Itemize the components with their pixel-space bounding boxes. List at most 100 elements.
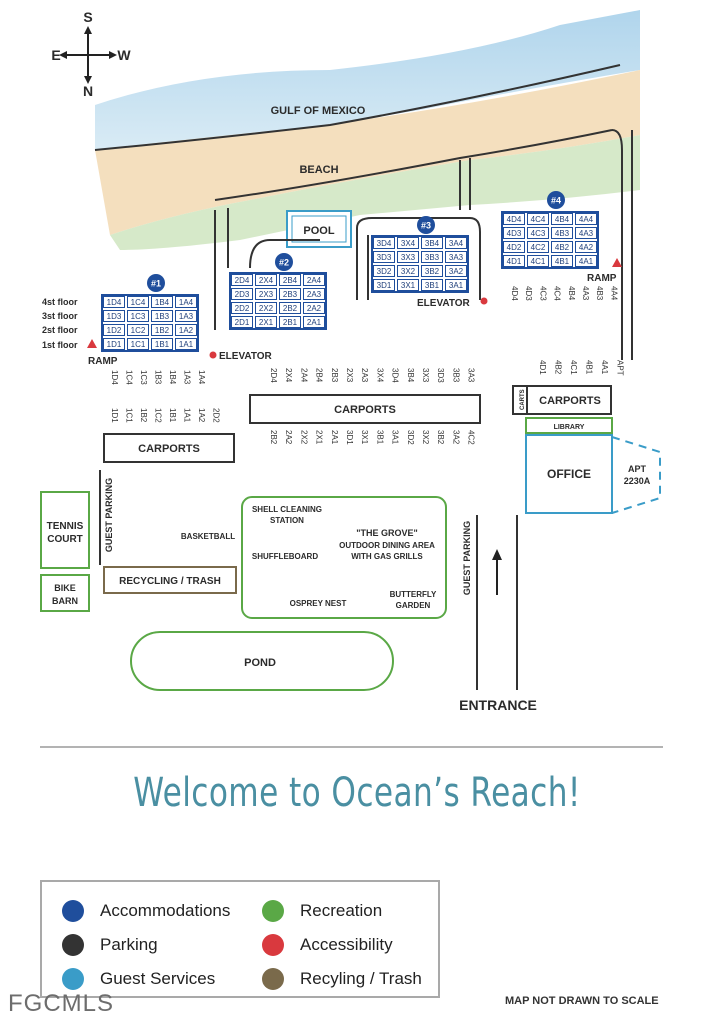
carport-slot-label: 1B2 (139, 408, 148, 423)
unit-label: 1B3 (155, 312, 170, 321)
carport-slot-label: 4A3 (581, 286, 590, 301)
unit-label: 1D3 (107, 312, 122, 321)
carport-slot-label: 3D4 (391, 368, 400, 383)
elevator-icon-b2 (209, 351, 217, 359)
unit-label: 4A3 (579, 229, 594, 238)
compass-left: E (51, 47, 60, 63)
unit-label: 1A4 (179, 298, 194, 307)
carport-slot-label: 4C3 (538, 286, 547, 301)
carport-slot-label: 1B3 (154, 370, 163, 385)
walkway-b2 (249, 239, 320, 269)
carport-slot-label: 2B2 (269, 430, 278, 445)
entrance-arrow-icon (492, 549, 502, 560)
unit-label: 3B3 (425, 253, 440, 262)
recycling-label: RECYCLING / TRASH (119, 576, 221, 587)
legend-label: Recyling / Trash (300, 969, 422, 988)
unit-label: 2X2 (259, 304, 274, 313)
ramp-icon-b4 (612, 258, 622, 267)
unit-label: 3A1 (449, 281, 464, 290)
carts-label: CARTS (520, 389, 526, 410)
carport-slot-label: 2D4 (269, 368, 278, 383)
building-number: #2 (279, 258, 289, 268)
unit-label: 2D3 (235, 290, 250, 299)
legend-parking: Parking (62, 934, 158, 956)
unit-label: 3B2 (425, 267, 440, 276)
carport-slot-label: 1C2 (154, 408, 163, 423)
dune-grass (110, 135, 640, 250)
gulf-label: GULF OF MEXICO (271, 105, 366, 117)
legend-label: Parking (100, 935, 158, 954)
carport-slot-label: 1A3 (183, 370, 192, 385)
carport-slot-label: 1A4 (197, 370, 206, 385)
carport-slot-label: 4B1 (585, 360, 594, 375)
carport-slot-label: 2B4 (315, 368, 324, 383)
office-label: OFFICE (547, 467, 591, 481)
carport-slot-label: 1B4 (168, 370, 177, 385)
legend-dot-icon (62, 968, 84, 990)
grove-label-2: OUTDOOR DINING AREA (339, 541, 435, 550)
unit-label: 4D3 (507, 229, 522, 238)
unit-label: 2D1 (235, 318, 250, 327)
carport-slot-label: 3D1 (345, 430, 354, 445)
unit-label: 2B2 (283, 304, 298, 313)
legend-dot-icon (262, 900, 284, 922)
legend-label: Recreation (300, 901, 383, 920)
carport-slot-label: 3B2 (436, 430, 445, 445)
unit-label: 2A2 (307, 304, 322, 313)
carport-slot-label: 3B3 (451, 368, 460, 383)
legend-recreation: Recreation (262, 900, 382, 922)
unit-label: 3D1 (377, 281, 392, 290)
unit-label: 3A2 (449, 267, 464, 276)
building-badge-icon (147, 274, 165, 292)
carport-slot-label: 4C2 (467, 430, 476, 445)
unit-label: 3X3 (401, 253, 416, 262)
unit-label: 1B4 (155, 298, 170, 307)
pond-label: POND (244, 657, 276, 669)
grove-label-3: WITH GAS GRILLS (351, 552, 423, 561)
unit-label: 3X1 (401, 281, 416, 290)
carport-slot-label: 2X4 (284, 368, 293, 383)
carport-slot-label: 2A3 (360, 368, 369, 383)
elevator-label-b2: ELEVATOR (219, 351, 273, 362)
carport-slot-label: 1C3 (139, 370, 148, 385)
shuffleboard-label: SHUFFLEBOARD (252, 552, 318, 561)
building-badge-icon (417, 216, 435, 234)
unit-label: 2A4 (307, 276, 322, 285)
carport-slot-label: 3X2 (421, 430, 430, 445)
carport-slot-label: 3D3 (436, 368, 445, 383)
carport-slot-label: 3B4 (406, 368, 415, 383)
unit-label: 4D1 (507, 257, 522, 266)
gulf-water (95, 10, 640, 150)
unit-label: 3D3 (377, 253, 392, 262)
unit-label: 3X2 (401, 267, 416, 276)
elevator-label-b3: ELEVATOR (417, 298, 471, 309)
unit-label: 4C1 (531, 257, 546, 266)
carport-slot-label: 1C1 (125, 408, 134, 423)
unit-label: 2B1 (283, 318, 298, 327)
carport-slot-label: 3X4 (375, 368, 384, 383)
carport-slot-label: 1B1 (168, 408, 177, 423)
carport-slot-label: 3X1 (360, 430, 369, 445)
carport-slot-label: 3A2 (451, 430, 460, 445)
ramp-icon-b1 (87, 339, 97, 348)
beach-access-2 (459, 158, 471, 210)
carport-slot-label: 4D4 (510, 286, 519, 301)
carport-slot-label: 2A4 (299, 368, 308, 383)
butterfly-label-2: GARDEN (396, 601, 431, 610)
building-badge-icon (547, 191, 565, 209)
legend-dot-icon (262, 934, 284, 956)
unit-label: 4B4 (555, 215, 570, 224)
unit-label: 1B2 (155, 326, 170, 335)
carport-slot-label: 2A1 (330, 430, 339, 445)
carport-slot-label: 3X3 (421, 368, 430, 383)
unit-label: 4B1 (555, 257, 570, 266)
carport-slot-label: 4D1 (538, 360, 547, 375)
unit-label: 3A4 (449, 239, 464, 248)
carport-slot-label: 1D4 (110, 370, 119, 385)
grove-label-1: "THE GROVE" (356, 528, 418, 538)
unit-label: 3B4 (425, 239, 440, 248)
building-number: #4 (551, 196, 561, 206)
